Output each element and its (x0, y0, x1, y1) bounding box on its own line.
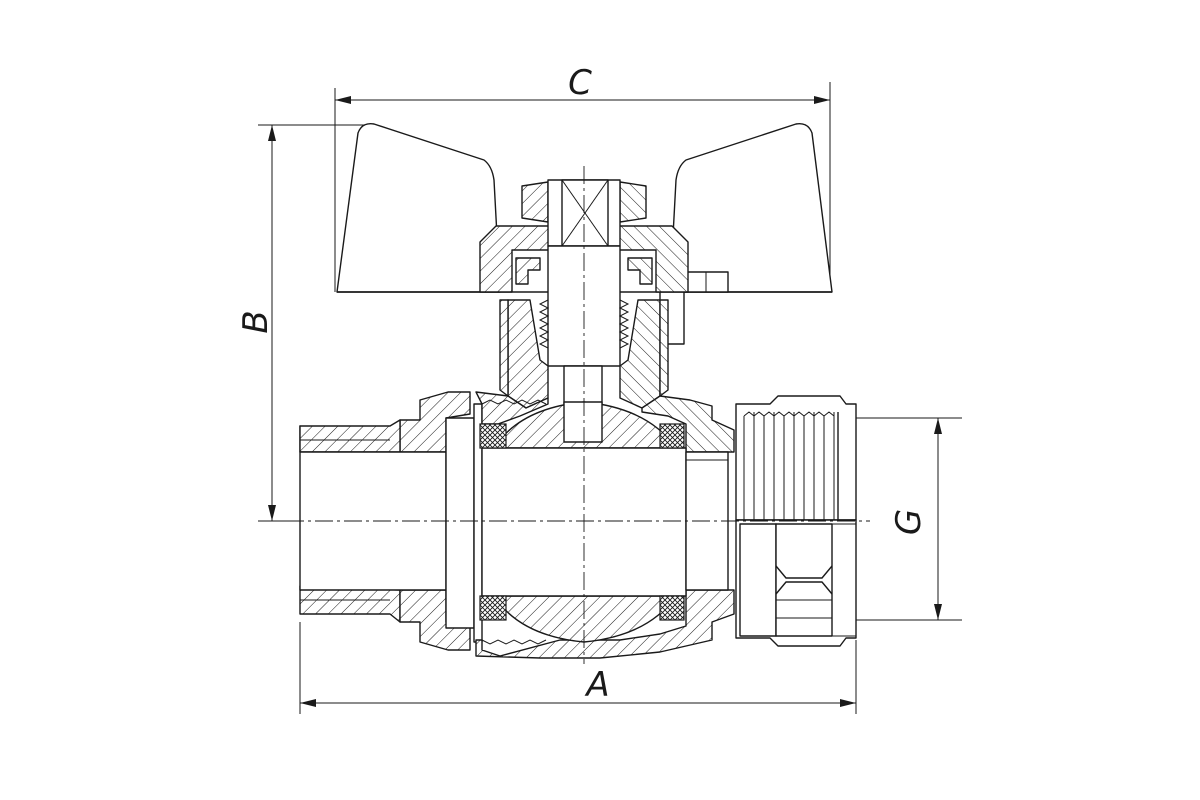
union-thread (743, 411, 839, 520)
ball-seals (479, 423, 685, 621)
dimension-b-label: B (236, 310, 276, 333)
dimension-a: A (299, 622, 857, 714)
dimension-c-label: C (568, 63, 592, 103)
dimension-g-label: G (889, 509, 929, 535)
dimension-c: C (334, 63, 831, 292)
union-hex (739, 523, 856, 637)
inner-sleeve (445, 403, 483, 643)
center-lines (286, 166, 870, 664)
valve-body (475, 391, 735, 659)
dimension-a-label: A (584, 665, 609, 705)
union-nut (735, 395, 857, 647)
dimension-b: B (236, 124, 372, 522)
